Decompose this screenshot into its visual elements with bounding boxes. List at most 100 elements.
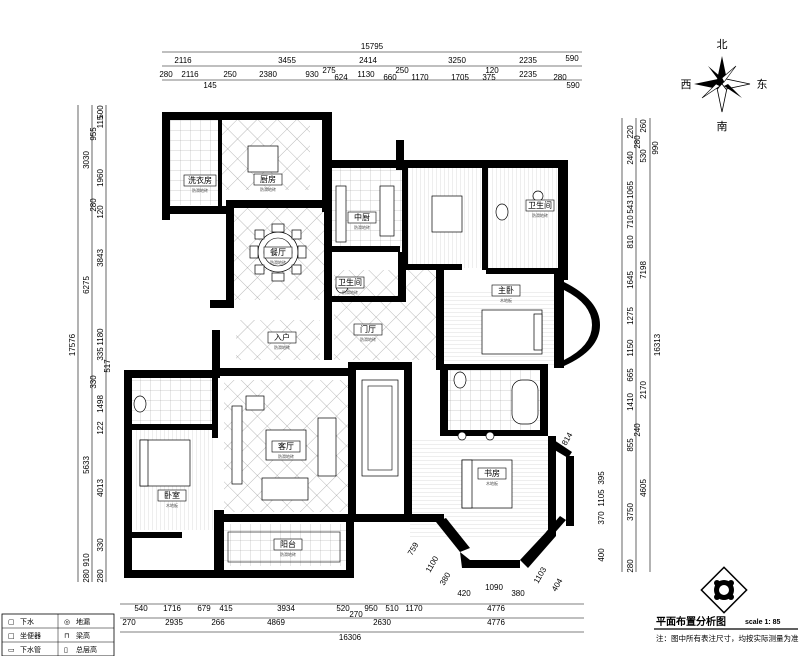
compass-rose-icon [694, 56, 751, 113]
compass-east: 东 [757, 78, 768, 91]
bottom-sub-dim: 420 [457, 589, 471, 598]
legend-item: ⊓ 梁高 [64, 631, 90, 640]
right-dim: 1105 [597, 489, 606, 507]
legend-symbol: ⊓ [64, 632, 69, 640]
legend-item: □ 坐便器 [8, 631, 41, 640]
room-labels: 洗衣房 防滑地砖 厨房 防滑地砖 餐厅 防滑地砖 中厨 防滑地砖 卫生间 防滑地… [157, 173, 555, 557]
legend-symbol: ▯ [64, 646, 68, 654]
bottom-dim: 520 [336, 604, 350, 613]
right-dim: 240 [633, 423, 642, 437]
left-dim: 500 [96, 105, 105, 119]
top-dim: 2380 [259, 70, 277, 79]
right-dim: 2170 [639, 381, 648, 399]
right-dimensions: 16313 220 260 280 990 530 240 1065 543 7… [597, 118, 662, 573]
bottom-dim: 266 [211, 618, 225, 627]
right-dim: 395 [597, 471, 606, 485]
compass: 北 南 东 西 [681, 38, 768, 133]
bottom-dim: 510 [385, 604, 399, 613]
top-dim: 280 [159, 70, 173, 79]
room-floor: 防滑地砖 [360, 336, 376, 342]
room-bedroom-left: 卧室 木地板 [157, 489, 187, 508]
bottom-dim: 540 [134, 604, 148, 613]
left-dim: 6275 [82, 276, 91, 294]
title-block: 平面布置分析图 scale 1: 85 注：图中所有表注尺寸，均按实际测量为准 [654, 615, 799, 643]
room-kitchen: 厨房 防滑地砖 [253, 173, 283, 192]
left-dim: 4013 [96, 479, 105, 497]
right-dim: 280 [626, 559, 635, 573]
legend: ▢ 下水 ◎ 地漏 □ 坐便器 ⊓ 梁高 ▭ 下水管 ▯ 总层高 [1, 613, 115, 656]
emblem-icon [700, 566, 748, 614]
room-master-bedroom: 主卧 木地板 [491, 284, 521, 303]
bottom-dim: 415 [219, 604, 233, 613]
legend-symbol: □ [8, 632, 15, 640]
top-dim: 2414 [359, 56, 377, 65]
room-dining: 餐厅 防滑地砖 [263, 246, 293, 265]
legend-label: 下水 [20, 617, 34, 626]
room-name: 中厨 [354, 212, 370, 222]
legend-item: ▢ 下水 [8, 617, 34, 626]
left-dimensions: 17576 500 115 955 3030 1960 280 120 6275… [68, 105, 112, 583]
room-floor: 木地板 [486, 480, 498, 486]
compass-south: 南 [717, 120, 728, 133]
room-balcony: 阳台 防滑地砖 [273, 538, 303, 557]
room-floor: 防滑地砖 [274, 344, 290, 350]
right-dim: 1410 [626, 393, 635, 411]
compass-west: 西 [681, 78, 692, 91]
top-dimensions: 15795 2116 3455 2414 3250 2235 280 2116 … [159, 42, 582, 90]
left-dim: 955 [89, 127, 98, 141]
misc-dim: 1103 [532, 565, 549, 585]
left-dim: 1498 [96, 395, 105, 413]
drawing-title: 平面布置分析图 [656, 615, 726, 628]
room-name: 阳台 [280, 539, 296, 549]
misc-dim: 814 [560, 430, 575, 447]
right-dim: 990 [651, 141, 660, 155]
legend-label: 地漏 [76, 617, 90, 626]
right-dim: 1645 [626, 271, 635, 289]
top-dim: 2116 [181, 70, 199, 79]
room-entry: 入户 防滑地砖 [267, 331, 297, 350]
bottom-dim: 950 [364, 604, 378, 613]
left-dim: 1180 [96, 328, 105, 346]
top-dim: 590 [565, 54, 579, 63]
bottom-dim: 1170 [405, 604, 423, 613]
bottom-dim: 4869 [267, 618, 285, 627]
top-dim: 275 [322, 66, 336, 75]
room-floor: 防滑地砖 [270, 259, 286, 265]
room-laundry: 洗衣房 防滑地砖 [183, 174, 217, 193]
top-total-dim: 15795 [361, 42, 384, 51]
top-dim: 1170 [411, 73, 429, 82]
room-name: 客厅 [278, 441, 294, 451]
right-dim: 1275 [626, 307, 635, 325]
room-floor: 防滑地砖 [354, 224, 370, 230]
right-dim: 7198 [639, 261, 648, 279]
room-name: 厨房 [260, 174, 276, 184]
bottom-dim: 270 [349, 610, 363, 619]
left-dim: 910 [82, 553, 91, 567]
right-dim: 280 [633, 135, 642, 149]
right-dim: 3750 [626, 503, 635, 521]
top-dim: 250 [223, 70, 237, 79]
room-bath-1: 卫生间 防滑地砖 [525, 199, 555, 218]
top-dim: 624 [334, 73, 348, 82]
top-dim: 250 [395, 66, 409, 75]
room-living: 客厅 防滑地砖 [271, 440, 301, 459]
left-dim: 3843 [96, 249, 105, 267]
room-name: 餐厅 [270, 248, 286, 257]
bottom-dim: 270 [122, 618, 136, 627]
top-dim: 3250 [448, 56, 466, 65]
room-floor: 防滑地砖 [280, 551, 296, 557]
walls [124, 112, 600, 578]
room-floor: 防滑地砖 [260, 186, 276, 192]
room-bath-2: 卫生间 防滑地砖 [335, 276, 365, 295]
top-dim: 660 [383, 73, 397, 82]
bottom-dim: 2630 [373, 618, 391, 627]
room-floor: 木地板 [500, 297, 512, 303]
left-dim: 335 [96, 347, 105, 361]
furniture [133, 145, 544, 563]
room-name: 卧室 [164, 490, 180, 500]
legend-label: 梁高 [76, 631, 90, 640]
top-dim: 1705 [451, 73, 469, 82]
right-dim: 710 [626, 215, 635, 229]
room-floor: 防滑地砖 [342, 289, 358, 295]
